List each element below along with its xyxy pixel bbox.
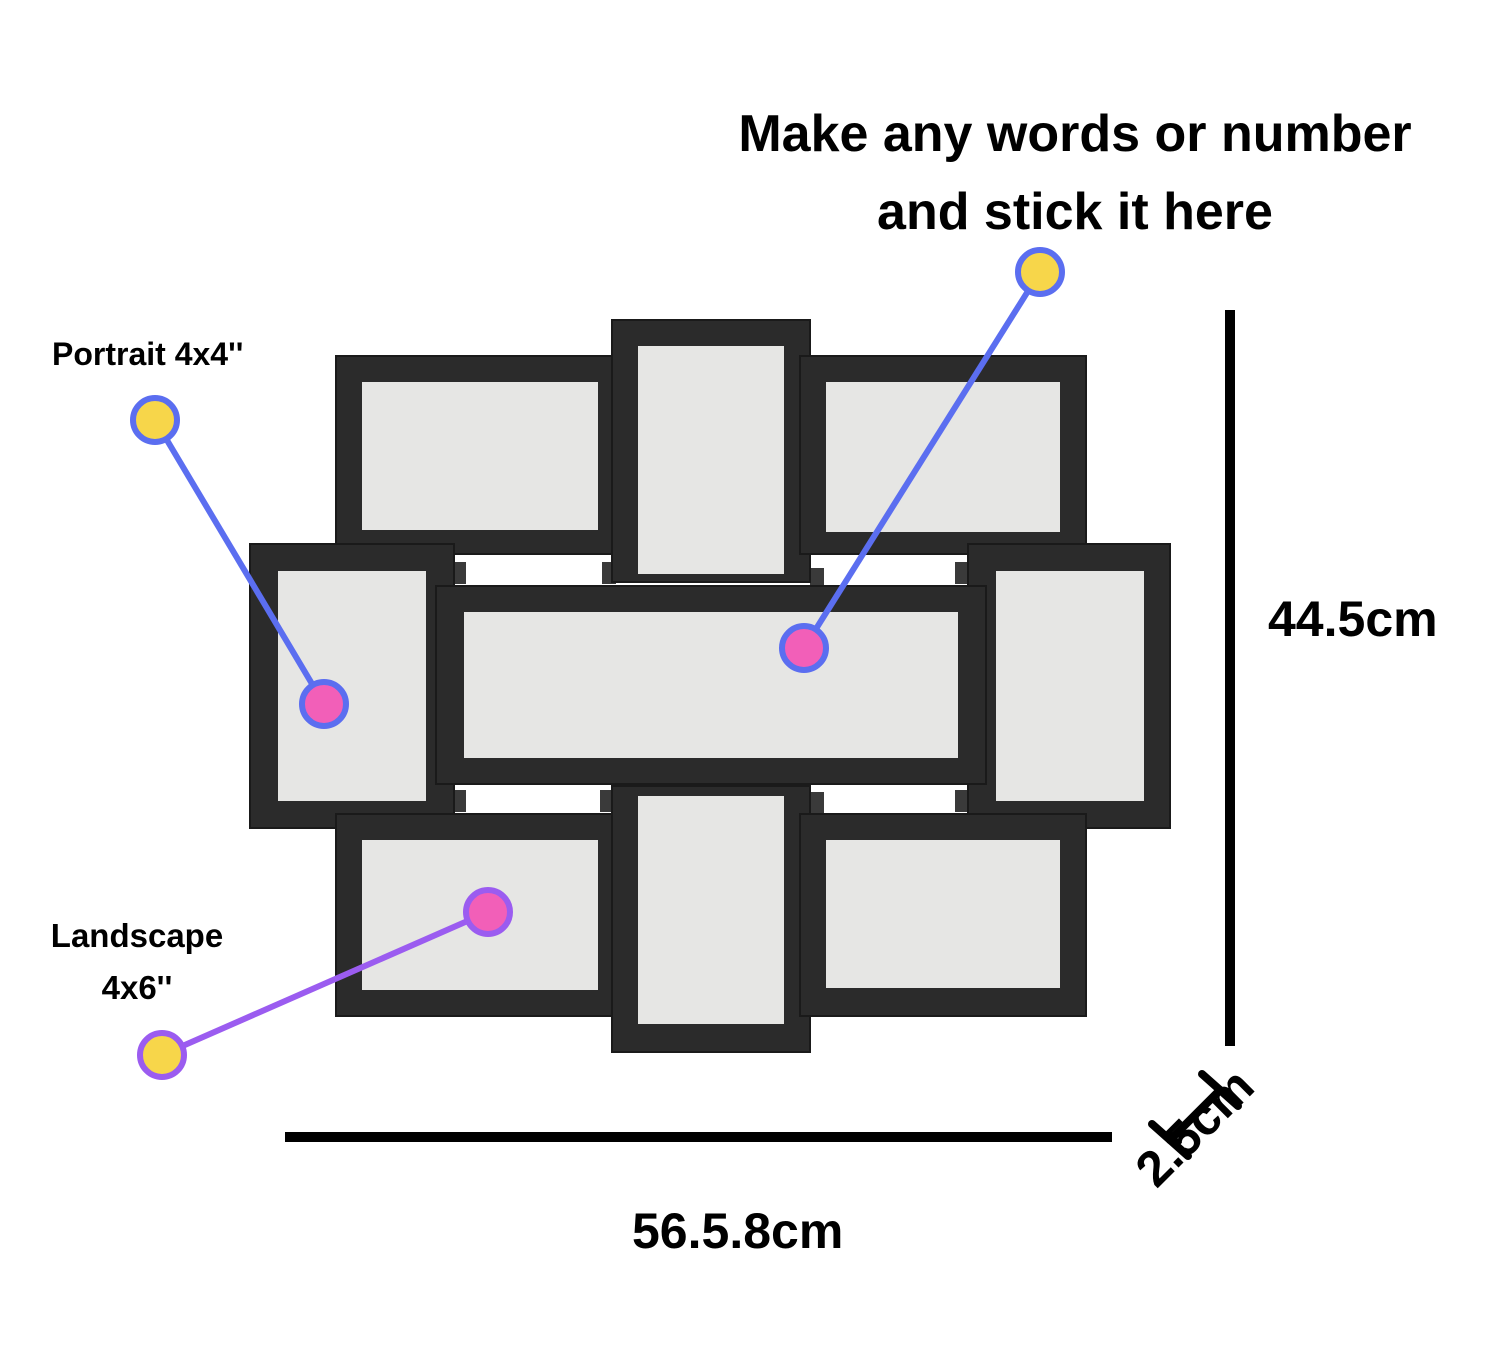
frame-top-center (611, 319, 811, 583)
photo-slot (638, 346, 784, 574)
frame-middle-left (249, 543, 455, 829)
callout-line-landscape (160, 909, 490, 1058)
headline-line-1: Make any words or number (738, 105, 1412, 163)
frame-bottom-center (611, 785, 811, 1053)
connector (452, 562, 466, 584)
height-dimension-label: 44.5cm (1268, 591, 1438, 647)
frame-middle-right (967, 543, 1171, 829)
depth-dimension-marker (1148, 1070, 1242, 1160)
callout-anchor-dot-portrait (130, 395, 180, 445)
width-dimension-label: 56.5.8cm (632, 1203, 844, 1259)
photo-slot (996, 571, 1144, 801)
connector (810, 568, 824, 590)
frame-bottom-right (799, 813, 1087, 1017)
photo-slot (464, 612, 958, 758)
portrait-size-label: Portrait 4x4'' (52, 336, 244, 372)
callout-target-dot-landscape (463, 887, 513, 937)
landscape-label-line-1: Landscape (50, 917, 224, 954)
connector (955, 562, 969, 584)
callout-anchor-dot-headline (1015, 247, 1065, 297)
connector (955, 790, 969, 812)
callout-line-headline (801, 270, 1043, 650)
headline-line-2: and stick it here (877, 183, 1273, 241)
landscape-size-label: Landscape 4x6'' (22, 910, 252, 1014)
callout-target-dot-portrait (299, 679, 349, 729)
connector (810, 792, 824, 814)
frame-top-left (335, 355, 627, 555)
photo-slot (362, 382, 598, 530)
photo-slot (278, 571, 426, 801)
connector (452, 790, 466, 812)
frame-connectors (452, 562, 969, 814)
landscape-label-line-2: 4x6'' (101, 969, 173, 1006)
photo-slot (638, 796, 784, 1024)
callout-target-dot-headline (779, 623, 829, 673)
photo-slot (826, 382, 1060, 532)
callout-line-portrait (152, 418, 327, 706)
photo-slot (826, 840, 1060, 988)
connector (600, 790, 614, 812)
frame-top-right (799, 355, 1087, 555)
headline: Make any words or number and stick it he… (700, 95, 1450, 251)
frame-center-panoramic (435, 585, 987, 785)
callout-anchor-dot-landscape (137, 1030, 187, 1080)
